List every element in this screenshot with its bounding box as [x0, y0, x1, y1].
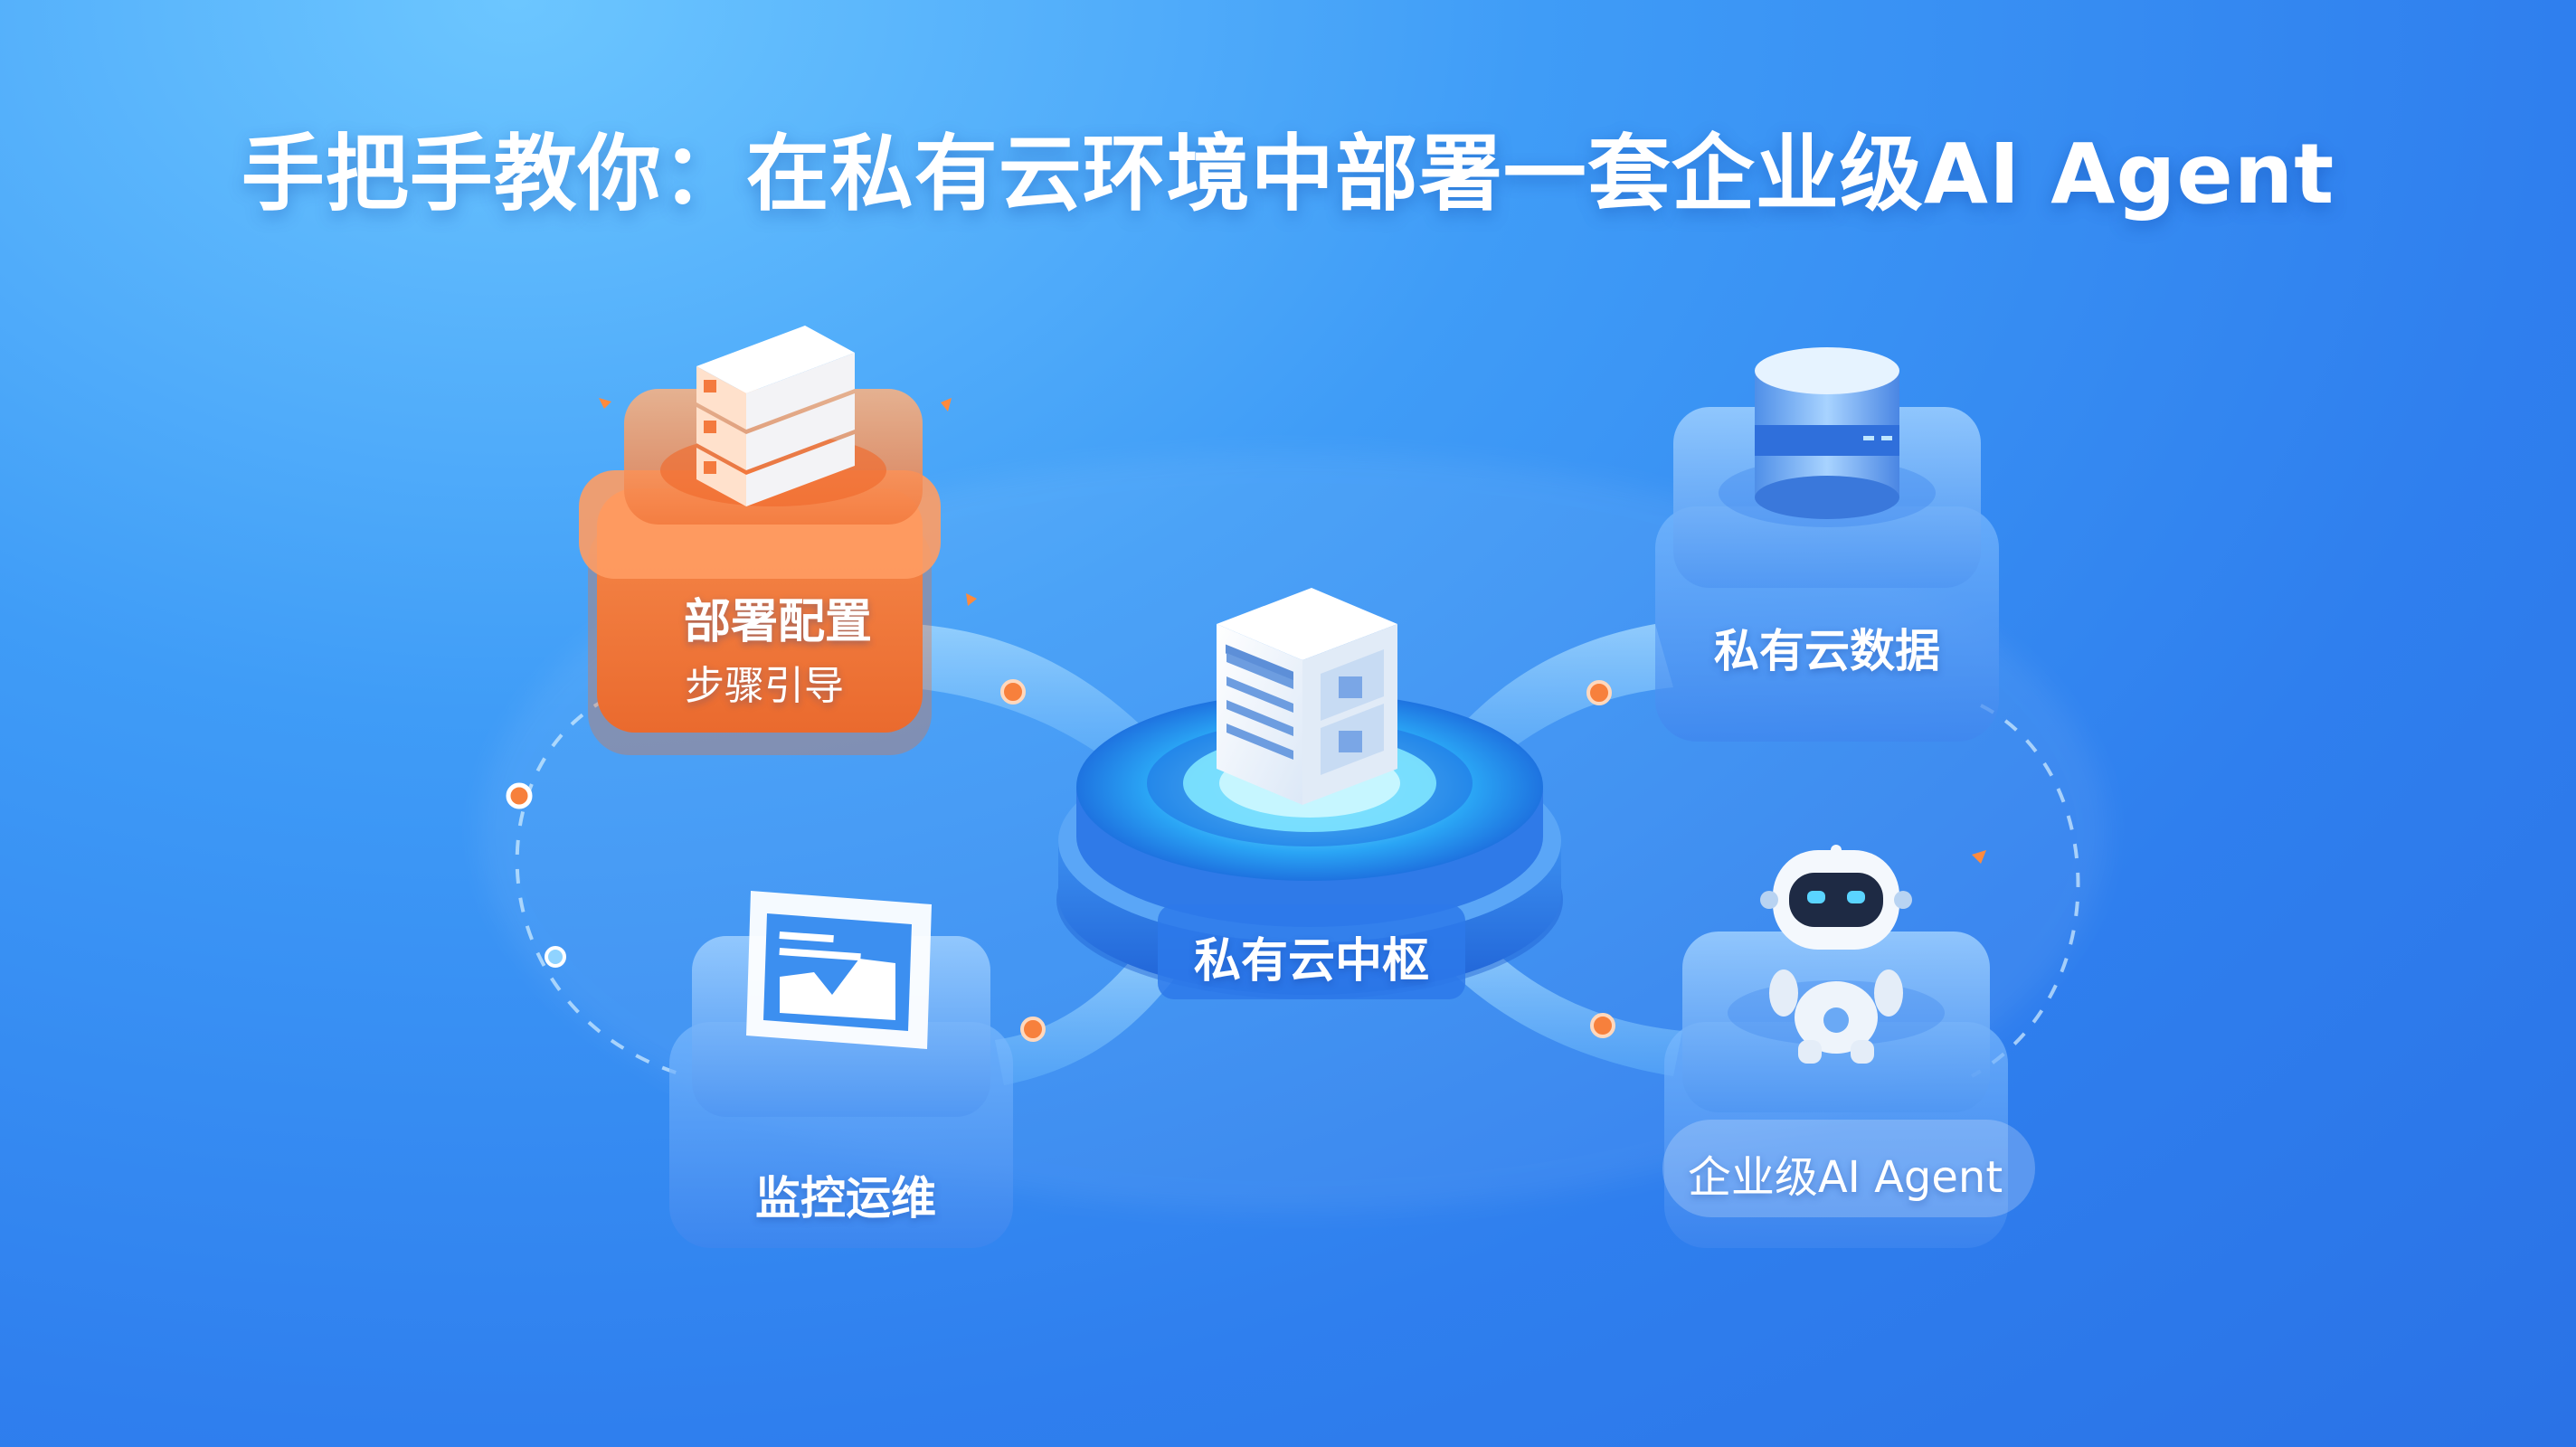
connector-dot [1590, 1013, 1615, 1038]
orbit-right-dashed [1971, 704, 2080, 1078]
band-agent-hub [1447, 941, 1682, 1076]
connector-dot [1000, 679, 1026, 705]
server-tower-icon [1217, 588, 1397, 805]
robot-icon [1760, 845, 1912, 1064]
band-deploy-hub [904, 624, 1158, 778]
node-deploy-sublabel: 步骤引导 [685, 663, 844, 709]
node-hub-label: 私有云中枢 [1193, 934, 1429, 988]
orbit-left-dashed [515, 686, 688, 1078]
node-agent[interactable] [1662, 845, 2035, 1248]
node-monitor-label: 监控运维 [755, 1172, 936, 1225]
node-deploy[interactable] [579, 326, 977, 755]
page-title: 手把手教你：在私有云环境中部署一套企业级AI Agent [241, 126, 2335, 222]
agent-label-pill [1662, 1120, 2035, 1217]
server-rack-icon [696, 326, 855, 506]
node-data-label: 私有云数据 [1714, 625, 1940, 677]
band-monitor-hub [995, 950, 1176, 1085]
database-icon [1755, 347, 1899, 519]
chart-panel-icon [746, 891, 932, 1049]
node-hub[interactable] [1056, 588, 1563, 999]
node-data[interactable] [1655, 347, 1999, 742]
connector-dot [1586, 680, 1612, 705]
node-deploy-label: 部署配置 [683, 595, 872, 649]
node-monitor[interactable] [669, 891, 1013, 1248]
connector-dot [1020, 1017, 1046, 1042]
connector-dot [545, 946, 566, 968]
hub-label-plate [1158, 904, 1465, 999]
connector-dots [506, 679, 1615, 1042]
node-agent-label: 企业级AI Agent [1687, 1152, 2003, 1203]
connector-dot [506, 782, 533, 809]
